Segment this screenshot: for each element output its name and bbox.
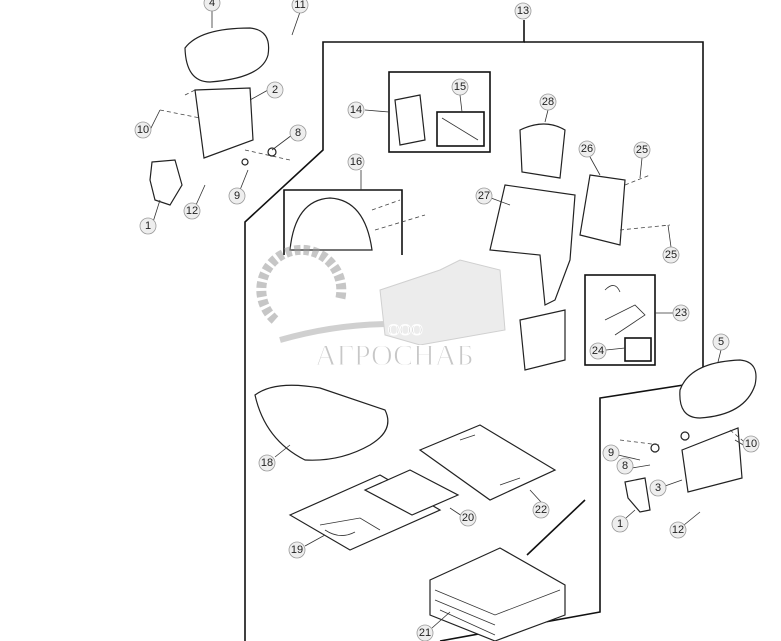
back-panel [579,174,626,246]
callout-21[interactable]: 21 [416,624,434,641]
svg-text:13: 13 [517,5,529,17]
detail-box-20 [363,469,460,516]
callout-12b[interactable]: 12 [669,521,687,539]
detail-box-15 [436,111,485,147]
svg-text:26: 26 [581,143,593,155]
callout-1[interactable]: 1 [139,217,157,235]
callout-16[interactable]: 16 [347,153,365,171]
callout-11[interactable]: 11 [291,0,309,14]
svg-text:21: 21 [419,627,431,639]
headrest-main [519,123,566,179]
washer [241,158,249,166]
callout-20[interactable]: 20 [459,509,477,527]
svg-text:9: 9 [234,190,240,202]
callout-8[interactable]: 8 [289,124,307,142]
seat-cushion [254,384,389,461]
svg-text:10: 10 [745,438,757,450]
recliner-mechanism [519,309,566,371]
svg-text:28: 28 [542,96,554,108]
svg-text:3: 3 [655,482,661,494]
svg-text:15: 15 [454,81,466,93]
svg-text:9: 9 [608,447,614,459]
callout-26[interactable]: 26 [578,140,596,158]
callout-25[interactable]: 25 [633,141,651,159]
callout-27[interactable]: 27 [475,187,493,205]
callout-9[interactable]: 9 [228,187,246,205]
svg-text:19: 19 [291,544,303,556]
backrest-frame [489,184,576,306]
assembly-boundary [244,20,525,641]
callout-1b[interactable]: 1 [611,515,629,533]
svg-text:10: 10 [137,124,149,136]
callout-9b[interactable]: 9 [602,444,620,462]
callout-5[interactable]: 5 [712,333,730,351]
callout-19[interactable]: 19 [288,541,306,559]
callout-14[interactable]: 14 [347,101,365,119]
detail-box-16 [283,189,403,255]
callout-13[interactable]: 13 [514,2,532,20]
svg-text:2: 2 [272,84,278,96]
bracket-right [681,427,743,493]
svg-text:12: 12 [672,524,684,536]
latch-plate [394,94,426,146]
callout-22[interactable]: 22 [532,501,550,519]
callout-8b[interactable]: 8 [616,457,634,475]
handle-right [624,477,651,513]
detail-box-23 [584,274,656,366]
svg-text:11: 11 [294,0,305,11]
callout-18[interactable]: 18 [258,454,276,472]
callout-12[interactable]: 12 [183,202,201,220]
detail-box-24 [624,337,652,362]
assembly-boundary-right [439,41,704,641]
callout-10[interactable]: 10 [134,121,152,139]
svg-text:14: 14 [350,104,362,116]
callout-28[interactable]: 28 [539,93,557,111]
seat-suspension [429,547,566,641]
callout-3[interactable]: 3 [649,479,667,497]
svg-text:25: 25 [636,144,648,156]
headrest-left [184,27,270,83]
svg-text:18: 18 [261,457,273,469]
svg-text:1: 1 [145,220,151,232]
washer [267,147,277,157]
svg-text:16: 16 [350,156,362,168]
callout-24[interactable]: 24 [589,342,607,360]
handle-left [149,159,183,206]
svg-text:25: 25 [665,249,677,261]
svg-text:8: 8 [295,127,301,139]
svg-text:23: 23 [675,307,687,319]
backrest-cover [289,197,373,251]
callouts: 4 11 13 2 10 8 9 12 1 14 15 28 16 26 25 … [134,0,760,641]
svg-text:5: 5 [718,336,724,348]
svg-text:1: 1 [617,518,623,530]
svg-text:4: 4 [209,0,215,9]
svg-text:20: 20 [462,512,474,524]
seat-panel-22 [418,424,557,501]
bracket-left [194,87,254,159]
callout-4[interactable]: 4 [203,0,221,12]
svg-text:22: 22 [535,504,547,516]
svg-text:8: 8 [622,460,628,472]
callout-10b[interactable]: 10 [742,435,760,453]
agrosnab-watermark-logo: ООО АГРОСНАБ [256,244,506,373]
headrest-right [679,359,757,419]
svg-text:24: 24 [592,345,604,357]
callout-15[interactable]: 15 [451,78,469,96]
callout-23[interactable]: 23 [672,304,690,322]
callout-2[interactable]: 2 [266,81,284,99]
svg-text:27: 27 [478,190,490,202]
watermark-prefix: ООО [388,322,423,339]
svg-text:12: 12 [186,205,198,217]
callout-25b[interactable]: 25 [662,246,680,264]
watermark-name: АГРОСНАБ [315,339,474,372]
